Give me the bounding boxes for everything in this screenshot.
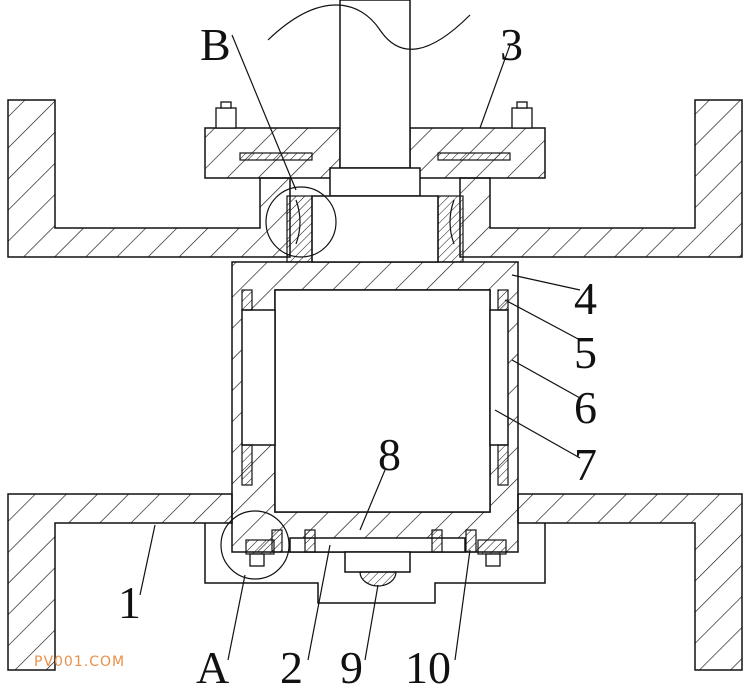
bolt-pad-left [245, 539, 275, 555]
seat-ring-7 [241, 309, 276, 446]
label-b: B [200, 19, 231, 70]
ball-9 [359, 571, 397, 587]
bolt-left [215, 107, 237, 129]
leader-6 [511, 359, 581, 399]
leader-a [227, 574, 246, 661]
label-10: 10 [405, 642, 451, 689]
seat-ring-right [489, 309, 509, 446]
label-a: A [196, 642, 230, 689]
block-10a [271, 529, 283, 553]
leader-4 [511, 274, 581, 291]
nut-bottom-right [485, 553, 501, 567]
label-1: 1 [118, 577, 141, 628]
leader-1 [139, 524, 156, 596]
label-5: 5 [574, 327, 597, 378]
seat-4-left [241, 289, 253, 311]
seat-4-right [497, 289, 509, 311]
gasket-right [437, 152, 511, 161]
leader-8 [359, 469, 386, 531]
nut-bottom-left [249, 553, 265, 567]
stem-base [311, 195, 439, 263]
bolt-pad-right [477, 539, 507, 555]
label-4: 4 [574, 273, 597, 324]
label-9: 9 [340, 642, 363, 689]
left-lower-body [7, 493, 743, 671]
leader-5 [504, 299, 581, 341]
leader-7 [494, 409, 581, 459]
leader-9 [364, 584, 379, 661]
leader-3 [479, 44, 511, 129]
bolt-right [511, 107, 533, 129]
block-10b [304, 529, 316, 553]
leader-b [231, 34, 297, 191]
label-3: 3 [500, 19, 523, 70]
stem-collar [329, 167, 421, 197]
watermark: PV001.COM [34, 654, 126, 670]
block-10c [431, 529, 443, 553]
detail-circle-b [265, 186, 337, 258]
label-6: 6 [574, 382, 597, 433]
stem-upper [339, 0, 411, 169]
label-7: 7 [574, 439, 597, 490]
block-10d [465, 529, 477, 553]
detail-circle-a [220, 510, 290, 580]
seat-low-right [497, 444, 509, 486]
bottom-pocket [344, 551, 411, 573]
gasket-left [239, 152, 313, 161]
leader-10 [454, 549, 471, 661]
break-line [267, 4, 471, 50]
seat-low-left [241, 444, 253, 486]
label-8: 8 [378, 429, 401, 480]
label-2: 2 [280, 642, 303, 689]
leader-2 [307, 544, 331, 661]
